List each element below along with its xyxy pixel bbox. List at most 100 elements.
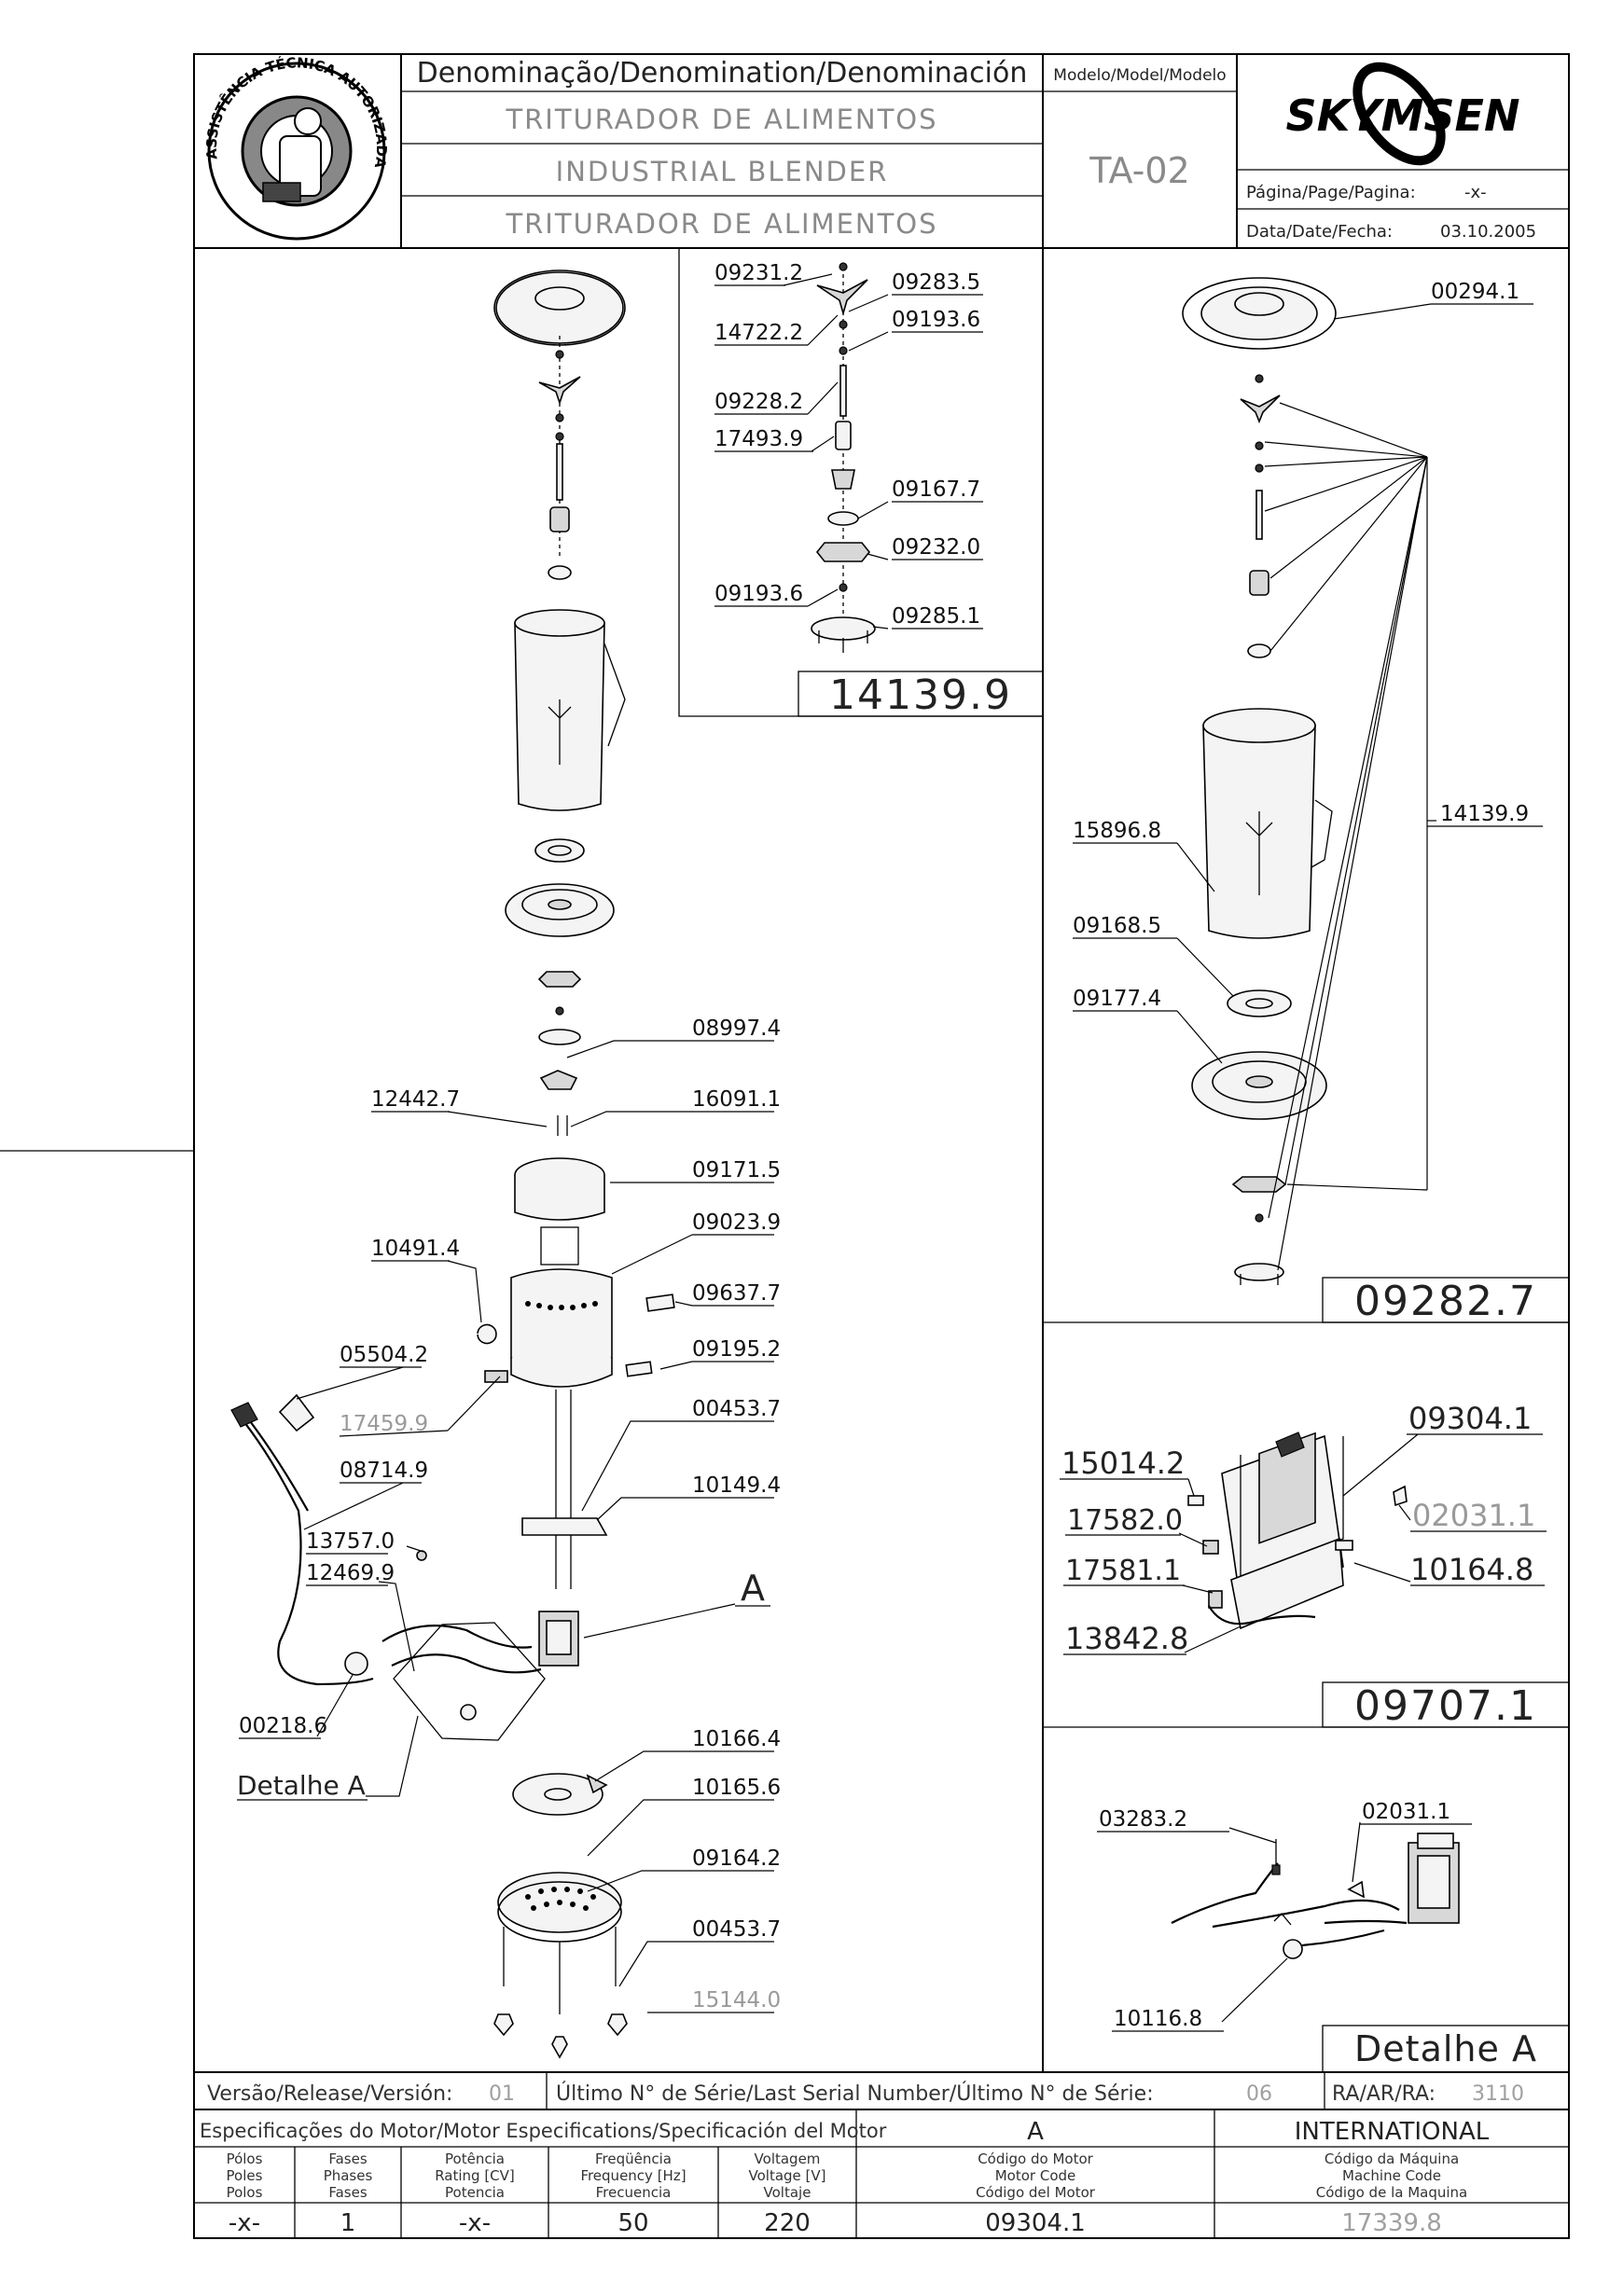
part-label: 15144.0 [692, 1988, 781, 2012]
svg-text:Potência: Potência [445, 2151, 505, 2167]
svg-text:Código do Motor: Código do Motor [978, 2151, 1093, 2167]
svg-text:Rating [CV]: Rating [CV] [435, 2167, 515, 2184]
part-label: 17582.0 [1067, 1504, 1183, 1537]
detail-a-title: Detalhe A [1354, 2028, 1537, 2069]
svg-text:Frequency [Hz]: Frequency [Hz] [580, 2167, 686, 2184]
svg-text:Poles: Poles [227, 2167, 263, 2184]
spec-col-machine-code: Código da Máquina Machine Code Código de… [1316, 2151, 1467, 2237]
brand-name: SKYMSEN [1286, 90, 1520, 141]
part-label: 09023.9 [692, 1210, 781, 1235]
svg-text:Código de la Maquina: Código de la Maquina [1316, 2184, 1467, 2201]
spec-col-phases: Fases Phases Fases 1 [324, 2151, 373, 2237]
detail-a-view [1171, 1821, 1460, 2023]
detail-a-label: Detalhe A [237, 1770, 366, 1801]
part-label: 09228.2 [714, 390, 803, 414]
svg-text:Voltaje: Voltaje [764, 2184, 812, 2201]
svg-text:Phases: Phases [324, 2167, 373, 2184]
main-exploded-view [230, 270, 736, 2059]
part-label: 13842.8 [1065, 1621, 1188, 1656]
part-label: 00218.6 [239, 1714, 327, 1738]
part-label: 09283.5 [892, 270, 980, 295]
date-label: Data/Date/Fecha: [1246, 222, 1393, 242]
part-label: 09168.5 [1073, 914, 1161, 938]
ra-label: RA/AR/RA: [1332, 2082, 1436, 2106]
assembly-code: 14139.9 [829, 671, 1012, 719]
version-value: 01 [489, 2082, 515, 2106]
model-value: TA-02 [1089, 150, 1190, 191]
svg-text:Código del Motor: Código del Motor [976, 2184, 1096, 2201]
motor-spec-label: Especificações do Motor/Motor Especifica… [200, 2120, 887, 2142]
spec-column-a: A [1027, 2118, 1044, 2146]
svg-text:Voltage [V]: Voltage [V] [749, 2167, 826, 2184]
part-label: 00294.1 [1431, 280, 1519, 304]
spec-value: 09304.1 [985, 2209, 1086, 2237]
part-label: 03283.2 [1099, 1807, 1187, 1832]
svg-text:Polos: Polos [227, 2184, 263, 2201]
part-label: 10164.8 [1410, 1552, 1533, 1587]
part-label: 09193.6 [714, 582, 803, 606]
part-label: 10116.8 [1114, 2007, 1202, 2031]
serial-label: Último N° de Série/Last Serial Number/Úl… [556, 2082, 1154, 2106]
part-label: 09177.4 [1073, 987, 1161, 1011]
part-label: 09195.2 [692, 1337, 781, 1362]
part-label: 16091.1 [692, 1087, 781, 1112]
product-name-en: INDUSTRIAL BLENDER [556, 156, 889, 187]
part-label: 09167.7 [892, 477, 980, 502]
part-label: 09232.0 [892, 535, 980, 560]
spec-col-frequency: Freqüência Frequency [Hz] Frecuencia 50 [580, 2151, 686, 2237]
part-label: 10166.4 [692, 1727, 781, 1751]
spec-col-poles: Pólos Poles Polos -x- [227, 2151, 263, 2237]
spec-column-international: INTERNATIONAL [1295, 2118, 1490, 2146]
spec-value: -x- [229, 2209, 260, 2237]
part-label: 08714.9 [340, 1459, 428, 1483]
part-label: 14139.9 [1440, 802, 1529, 826]
part-label: 08997.4 [692, 1017, 781, 1041]
part-label: 10149.4 [692, 1473, 781, 1498]
part-label: 09304.1 [1408, 1401, 1532, 1436]
model-label: Modelo/Model/Modelo [1053, 66, 1226, 85]
svg-text:Fases: Fases [328, 2184, 367, 2201]
page-value: -x- [1464, 183, 1487, 202]
version-label: Versão/Release/Versión: [207, 2082, 452, 2106]
svg-text:Frecuencia: Frecuencia [596, 2184, 672, 2201]
part-label: 15896.8 [1073, 819, 1161, 843]
spec-value: 220 [764, 2209, 811, 2237]
detail-a-callout: A [741, 1568, 765, 1609]
svg-text:Freqüência: Freqüência [595, 2151, 672, 2167]
spec-col-voltage: Voltagem Voltage [V] Voltaje 220 [749, 2151, 826, 2237]
page-label: Página/Page/Pagina: [1246, 183, 1416, 202]
spec-value: 17339.8 [1341, 2209, 1442, 2237]
sheet-border [193, 53, 1570, 2239]
part-label: 02031.1 [1362, 1800, 1450, 1824]
assembly-code: 09707.1 [1354, 1682, 1537, 1730]
svg-text:Motor Code: Motor Code [995, 2167, 1076, 2184]
spec-value: -x- [459, 2209, 491, 2237]
assembly-code: 09282.7 [1354, 1278, 1537, 1325]
part-label: 09285.1 [892, 604, 980, 629]
part-label: 02031.1 [1412, 1498, 1535, 1533]
spec-value: 50 [617, 2209, 648, 2237]
ra-value: 3110 [1472, 2082, 1524, 2106]
part-label: 00453.7 [692, 1397, 781, 1421]
authorized-service-seal: ASSISTÊNCIA TÉCNICA AUTORIZADA [203, 54, 390, 241]
skymsen-logo: SKYMSEN [1286, 62, 1520, 166]
part-label: 13757.0 [306, 1529, 395, 1554]
denomination-label: Denominação/Denomination/Denominación [417, 57, 1028, 90]
part-label: 15014.2 [1061, 1445, 1185, 1481]
part-label: 09171.5 [692, 1158, 781, 1183]
product-name-es: TRITURADOR DE ALIMENTOS [505, 208, 937, 240]
svg-text:Código da Máquina: Código da Máquina [1325, 2151, 1459, 2167]
part-label: 12469.9 [306, 1561, 395, 1585]
spec-value: 1 [340, 2209, 356, 2237]
svg-text:Voltagem: Voltagem [755, 2151, 821, 2167]
svg-text:Fases: Fases [328, 2151, 367, 2167]
jar-assembly-view [1176, 277, 1436, 1285]
part-label: 09231.2 [714, 261, 803, 285]
date-value: 03.10.2005 [1440, 222, 1536, 242]
part-label: 09637.7 [692, 1281, 781, 1306]
spec-col-rating: Potência Rating [CV] Potencia -x- [435, 2151, 515, 2237]
spec-col-motor-code: Código do Motor Motor Code Código del Mo… [976, 2151, 1096, 2237]
serial-value: 06 [1246, 2082, 1272, 2106]
svg-text:Pólos: Pólos [227, 2151, 263, 2167]
part-label: 09193.6 [892, 308, 980, 332]
